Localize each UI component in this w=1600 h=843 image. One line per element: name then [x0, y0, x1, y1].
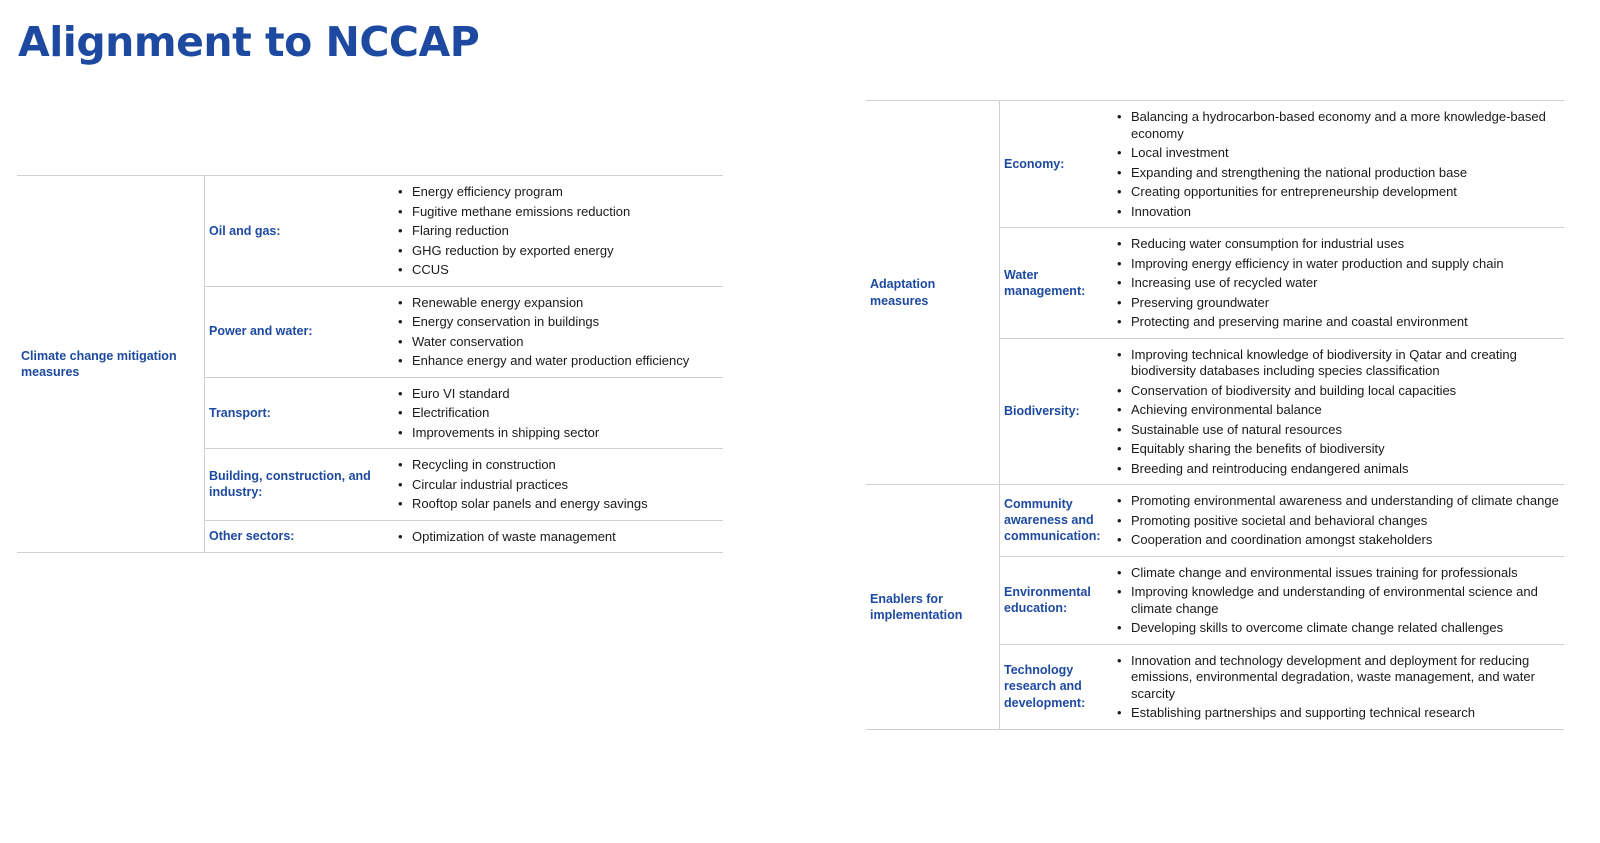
bullet-list: Innovation and technology development an…	[1117, 645, 1564, 729]
category-label: Technology research and development:	[1004, 663, 1086, 710]
list-item: Developing skills to overcome climate ch…	[1117, 620, 1564, 637]
category-label: Other sectors:	[209, 529, 295, 544]
list-item: Promoting environmental awareness and un…	[1117, 493, 1564, 510]
list-item: Expanding and strengthening the national…	[1117, 165, 1564, 182]
list-item: Equitably sharing the benefits of biodiv…	[1117, 441, 1564, 458]
category-label: Community awareness and communication:	[1004, 496, 1101, 544]
list-item: Improving technical knowledge of biodive…	[1117, 347, 1564, 380]
list-item: Electrification	[398, 405, 723, 422]
group-label: Adaptation measures	[866, 101, 1000, 484]
category-label: Oil and gas:	[209, 223, 281, 238]
table-row: Technology research and development: Inno…	[1000, 645, 1564, 729]
list-item: Increasing use of recycled water	[1117, 275, 1564, 292]
bullet-list: Balancing a hydrocarbon-based economy an…	[1117, 101, 1564, 227]
bullet-list: Climate change and environmental issues …	[1117, 557, 1564, 644]
list-item: Creating opportunities for entrepreneurs…	[1117, 184, 1564, 201]
list-item: Fugitive methane emissions reduction	[398, 204, 723, 221]
list-item: Achieving environmental balance	[1117, 402, 1564, 419]
category-label: Biodiversity:	[1004, 404, 1080, 419]
group-rows: Oil and gas: Energy efficiency programFug…	[205, 176, 723, 552]
category-label: Environmental education:	[1004, 584, 1091, 615]
table-row: Water management: Reducing water consumpt…	[1000, 228, 1564, 339]
table-row: Building, construction, and industry: Rec…	[205, 449, 723, 521]
bullet-list: Reducing water consumption for industria…	[1117, 228, 1564, 338]
list-item: Conservation of biodiversity and buildin…	[1117, 383, 1564, 400]
list-item: Sustainable use of natural resources	[1117, 422, 1564, 439]
list-item: Balancing a hydrocarbon-based economy an…	[1117, 109, 1564, 142]
list-item: Preserving groundwater	[1117, 295, 1564, 312]
bullet-list: Recycling in constructionCircular indust…	[398, 449, 723, 520]
list-item: Recycling in construction	[398, 457, 723, 474]
table-row: Environmental education: Climate change a…	[1000, 557, 1564, 645]
table-row: Oil and gas: Energy efficiency programFug…	[205, 176, 723, 287]
list-item: Improving knowledge and understanding of…	[1117, 584, 1564, 617]
category-label: Transport:	[209, 405, 271, 420]
list-item: CCUS	[398, 262, 723, 279]
table-row: Economy: Balancing a hydrocarbon-based ec…	[1000, 101, 1564, 228]
list-item: Promoting positive societal and behavior…	[1117, 513, 1564, 530]
page-title: Alignment to NCCAP	[18, 18, 480, 66]
list-item: Euro VI standard	[398, 386, 723, 403]
category-label: Power and water:	[209, 324, 313, 339]
list-item: Renewable energy expansion	[398, 295, 723, 312]
bullet-list: Euro VI standardElectrificationImproveme…	[398, 378, 723, 449]
list-item: Enhance energy and water production effi…	[398, 353, 723, 370]
bullet-list: Renewable energy expansionEnergy conserv…	[398, 287, 723, 377]
list-item: Local investment	[1117, 145, 1564, 162]
table-row: Power and water: Renewable energy expansi…	[205, 287, 723, 378]
list-item: Rooftop solar panels and energy savings	[398, 496, 723, 513]
bullet-list: Promoting environmental awareness and un…	[1117, 485, 1564, 556]
table-row: Community awareness and communication: Pr…	[1000, 485, 1564, 557]
table-row: Other sectors: Optimization of waste mana…	[205, 521, 723, 553]
list-item: Improving energy efficiency in water pro…	[1117, 256, 1564, 273]
list-item: Establishing partnerships and supporting…	[1117, 705, 1564, 722]
list-item: Energy efficiency program	[398, 184, 723, 201]
list-item: Innovation and technology development an…	[1117, 653, 1564, 703]
bullet-list: Optimization of waste management	[398, 521, 723, 553]
adaptation-enablers-table: Adaptation measures Economy: Balancing a h…	[866, 100, 1564, 730]
group-rows: Economy: Balancing a hydrocarbon-based ec…	[1000, 101, 1564, 484]
list-item: Breeding and reintroducing endangered an…	[1117, 461, 1564, 478]
list-item: GHG reduction by exported energy	[398, 243, 723, 260]
category-label: Water management:	[1004, 267, 1086, 298]
table-row: Biodiversity: Improving technical knowled…	[1000, 339, 1564, 485]
list-item: Cooperation and coordination amongst sta…	[1117, 532, 1564, 549]
list-item: Climate change and environmental issues …	[1117, 565, 1564, 582]
list-item: Energy conservation in buildings	[398, 314, 723, 331]
bullet-list: Improving technical knowledge of biodive…	[1117, 339, 1564, 485]
group-label: Climate change mitigation measures	[17, 176, 205, 552]
table-group: Adaptation measures Economy: Balancing a h…	[866, 101, 1564, 485]
table-row: Transport: Euro VI standardElectrificatio…	[205, 378, 723, 449]
list-item: Protecting and preserving marine and coa…	[1117, 314, 1564, 331]
list-item: Flaring reduction	[398, 223, 723, 240]
list-item: Water conservation	[398, 334, 723, 351]
group-label: Enablers for implementation	[866, 485, 1000, 729]
list-item: Optimization of waste management	[398, 529, 723, 546]
category-label: Building, construction, and industry:	[209, 469, 371, 500]
bullet-list: Energy efficiency programFugitive methan…	[398, 176, 723, 286]
list-item: Innovation	[1117, 204, 1564, 221]
category-label: Economy:	[1004, 156, 1065, 171]
list-item: Circular industrial practices	[398, 477, 723, 494]
group-rows: Community awareness and communication: Pr…	[1000, 485, 1564, 729]
list-item: Reducing water consumption for industria…	[1117, 236, 1564, 253]
list-item: Improvements in shipping sector	[398, 425, 723, 442]
